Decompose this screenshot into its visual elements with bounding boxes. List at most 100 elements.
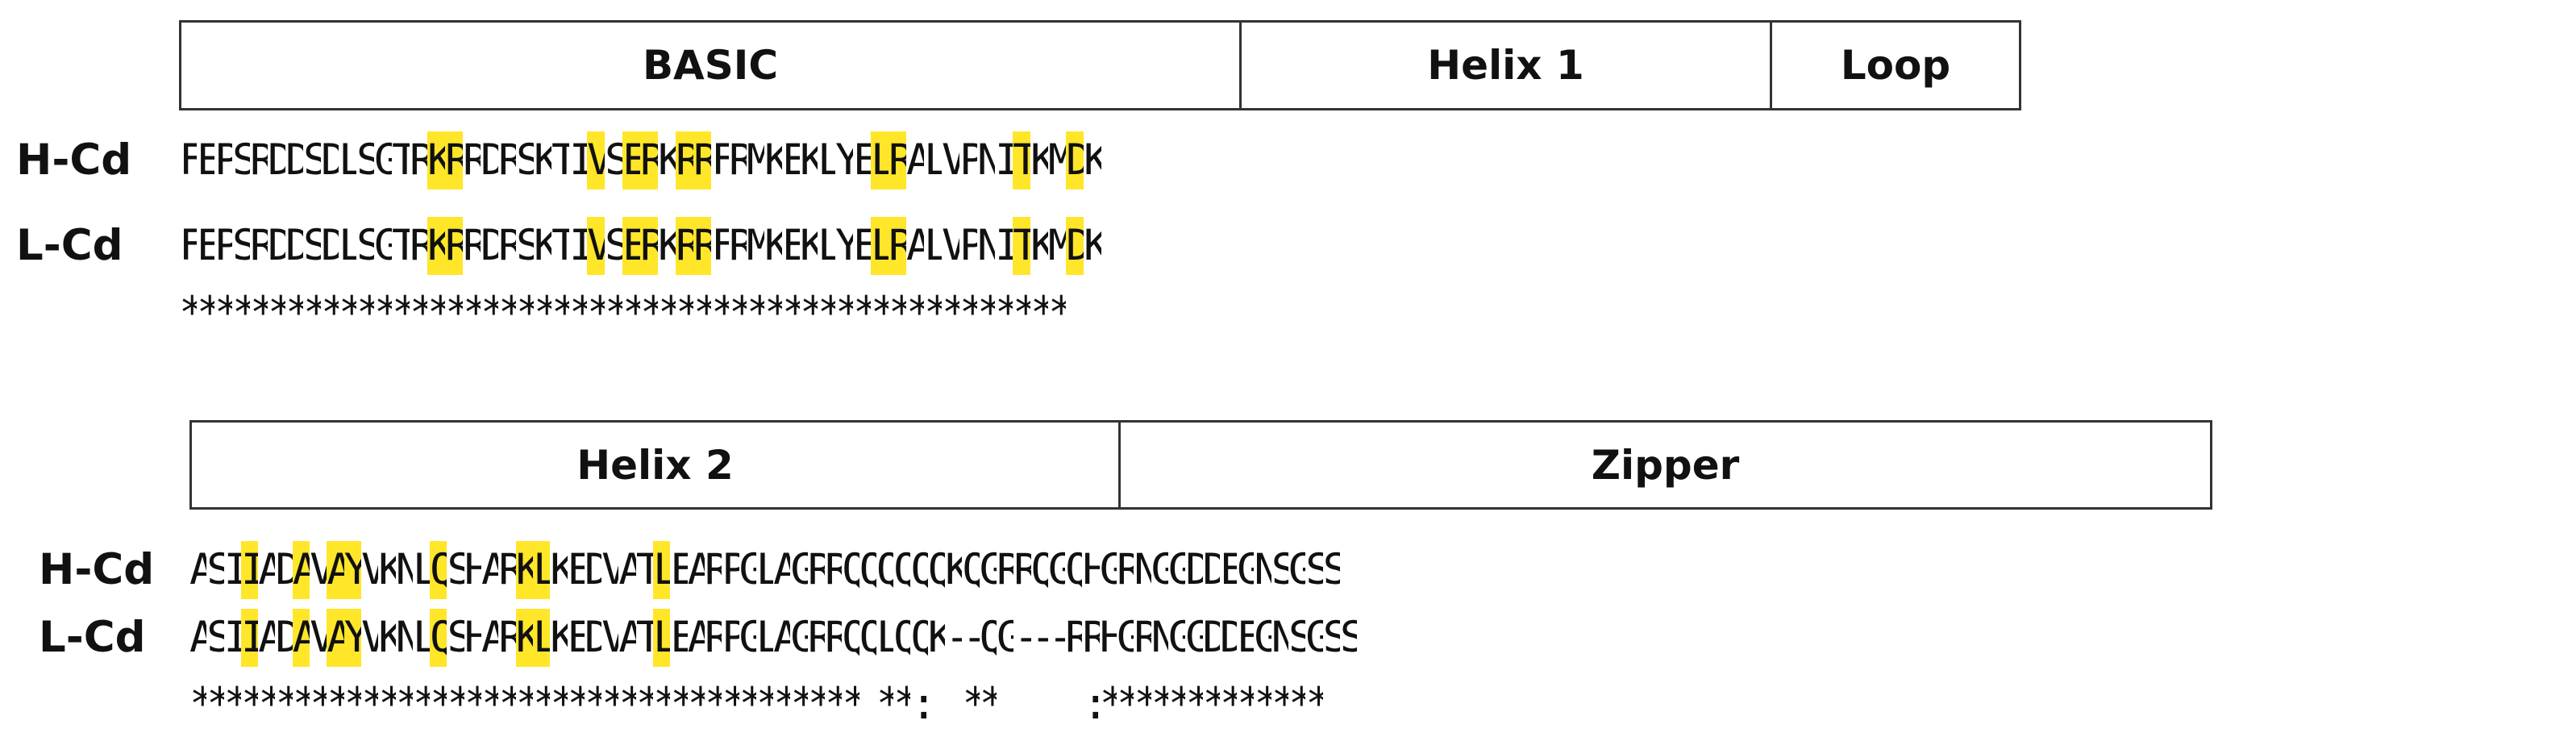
residue: A — [189, 545, 207, 594]
residue: Q — [927, 545, 946, 594]
conservation-mark: * — [876, 679, 893, 737]
residue: T — [1013, 131, 1030, 189]
residue: K — [534, 135, 551, 185]
residue: E — [670, 545, 688, 594]
residue: K — [1084, 135, 1101, 185]
residue: Q — [859, 545, 876, 594]
conservation-mark: * — [303, 288, 321, 346]
residue: T — [1013, 217, 1030, 275]
residue: T — [392, 135, 410, 185]
sequence-label-l-cd: L-Cd — [16, 221, 123, 270]
residue: L — [412, 613, 431, 662]
residue: A — [327, 609, 344, 667]
residue: I — [240, 609, 259, 667]
residue: D — [275, 613, 293, 662]
conservation-mark: * — [800, 288, 818, 346]
residue: I — [995, 221, 1013, 270]
conservation-mark: * — [636, 679, 653, 737]
residue: D — [1185, 545, 1203, 594]
residue: - — [1048, 609, 1065, 667]
conservation-mark: * — [430, 679, 447, 737]
residue: S — [1288, 613, 1306, 662]
conservation-mark: * — [339, 288, 356, 346]
residue: D — [481, 135, 498, 185]
residue: D — [268, 135, 285, 185]
residue: L — [818, 221, 835, 270]
residue: A — [481, 613, 499, 662]
conservation-mark: * — [705, 679, 722, 737]
conservation-mark: * — [498, 288, 516, 346]
conservation-mark: * — [427, 288, 445, 346]
residue: R — [410, 221, 427, 270]
conservation-mark: * — [1168, 679, 1185, 737]
residue: V — [601, 613, 619, 662]
conservation-mark: * — [268, 288, 285, 346]
residue: V — [942, 135, 959, 185]
residue: L — [818, 135, 835, 185]
region-zipper: Zipper — [1118, 420, 2212, 510]
residue: A — [687, 545, 705, 594]
residue: F — [711, 135, 729, 185]
conservation-mark: * — [893, 679, 910, 737]
residue: V — [601, 545, 619, 594]
residue: S — [1271, 545, 1288, 594]
conservation-mark: * — [378, 679, 395, 737]
residue: A — [189, 613, 207, 662]
region-loop: Loop — [1770, 20, 2021, 110]
conservation-row: ****************************************… — [179, 288, 1066, 346]
residue: N — [395, 545, 413, 594]
sequence-label-l-cd: L-Cd — [39, 613, 146, 662]
conservation-mark: * — [808, 679, 825, 737]
residue: I — [569, 135, 587, 185]
sequence-label-h-cd: H-Cd — [39, 545, 155, 594]
conservation-mark — [1013, 679, 1030, 737]
residue: S — [206, 545, 224, 594]
residue: Q — [910, 613, 928, 662]
residue: S — [303, 135, 321, 185]
residue: R — [996, 545, 1014, 594]
conservation-mark: * — [516, 679, 533, 737]
conservation-mark: * — [1203, 679, 1220, 737]
residue: R — [1134, 613, 1151, 662]
residue: R — [1082, 613, 1100, 662]
residue: G — [1167, 613, 1186, 662]
conservation-mark: * — [463, 288, 481, 346]
residue: R — [704, 613, 722, 662]
conservation-mark: * — [977, 288, 995, 346]
residue: D — [584, 545, 602, 594]
residue: K — [534, 221, 551, 270]
conservation-mark: * — [818, 288, 835, 346]
residue: L — [339, 221, 356, 270]
conservation-mark: * — [445, 288, 463, 346]
residue: F — [179, 135, 197, 185]
residue: - — [945, 609, 962, 667]
conservation-mark: * — [293, 679, 310, 737]
conservation-mark: * — [587, 288, 605, 346]
conservation-mark — [1048, 679, 1065, 737]
conservation-mark: * — [189, 679, 206, 737]
conservation-mark: * — [310, 679, 327, 737]
residue: S — [232, 135, 250, 185]
residue: G — [996, 613, 1014, 662]
conservation-mark: * — [250, 288, 268, 346]
conservation-mark: * — [959, 288, 977, 346]
conservation-mark: * — [722, 679, 739, 737]
conservation-mark: * — [747, 288, 764, 346]
residue: L — [653, 541, 671, 599]
conservation-mark: * — [1185, 679, 1202, 737]
residue: S — [356, 221, 374, 270]
conservation-mark: * — [224, 679, 241, 737]
residue: G — [1099, 545, 1117, 594]
conservation-mark: * — [356, 288, 374, 346]
residue: R — [498, 135, 516, 185]
residue: T — [551, 135, 569, 185]
residue: Q — [430, 541, 447, 599]
residue: G — [979, 545, 997, 594]
residue: A — [687, 613, 705, 662]
conservation-mark — [997, 679, 1013, 737]
residue: Q — [1065, 545, 1083, 594]
residue: R — [676, 131, 693, 189]
residue: H — [464, 545, 482, 594]
conservation-mark: * — [1151, 679, 1168, 737]
